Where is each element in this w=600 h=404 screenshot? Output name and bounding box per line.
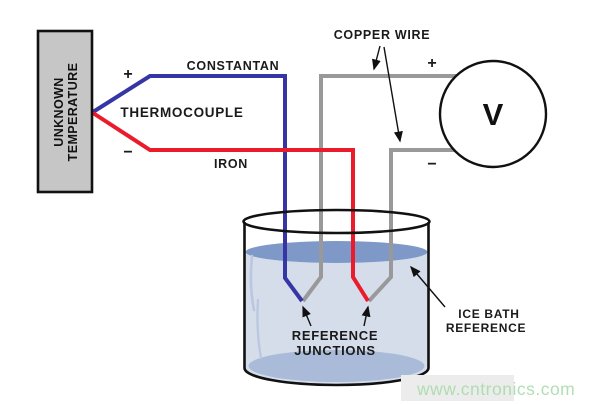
glass-highlight-streak: [256, 298, 263, 360]
unknown-temperature-rect: [36, 29, 94, 194]
voltmeter-plus-sign: +: [427, 55, 436, 72]
voltmeter-minus-sign: −: [427, 156, 436, 173]
constantan-wire: [91, 74, 304, 303]
beaker-rim-fill: [243, 210, 430, 233]
thermocouple-minus-sign: −: [123, 144, 132, 161]
voltmeter-circle: [438, 59, 548, 169]
iron-wire: [91, 111, 370, 303]
reference-junctions-label-line2: JUNCTIONS: [294, 343, 375, 358]
unknown-temperature-label-line1: UNKNOWN: [52, 77, 66, 146]
ice-bath-arrow: [410, 265, 446, 308]
copper-wire-label: COPPER WIRE: [334, 28, 431, 42]
reference-junction-arrow-left: [302, 305, 312, 327]
beaker-body-outline: [243, 222, 430, 387]
copper-wire-bottom: [367, 148, 460, 303]
thermocouple-label: THERMOCOUPLE: [120, 105, 243, 120]
ice-bath-beaker: [243, 210, 430, 385]
reference-junction-arrow-right: [361, 305, 371, 327]
water-bottom-shade: [248, 350, 425, 382]
beaker-rim-outline: [242, 208, 431, 235]
watermark-badge: [401, 375, 514, 401]
watermark-text: www.cntronics.com: [416, 379, 575, 399]
unknown-temperature-label-line2: TEMPERATURE: [66, 63, 80, 162]
constantan-label: CONSTANTAN: [187, 59, 280, 73]
unknown-temperature-box: UNKNOWN TEMPERATURE: [36, 29, 94, 194]
callout-arrows: [302, 45, 446, 327]
thermocouple-plus-sign: +: [123, 66, 132, 83]
copper-wire-arrow-bottom: [383, 46, 403, 143]
ice-bath-label-line1: ICE BATH: [458, 307, 519, 321]
iron-label: IRON: [214, 157, 248, 171]
voltmeter: V: [438, 59, 548, 169]
water-surface: [245, 241, 428, 263]
ice-bath-label-line2: REFERENCE: [446, 321, 526, 335]
copper-wire-arrow-top: [372, 45, 381, 71]
glass-highlight-streak: [249, 254, 256, 312]
voltmeter-label: V: [483, 97, 504, 132]
copper-wire-top: [301, 74, 462, 303]
reference-junctions-label-line1: REFERENCE: [292, 328, 378, 343]
